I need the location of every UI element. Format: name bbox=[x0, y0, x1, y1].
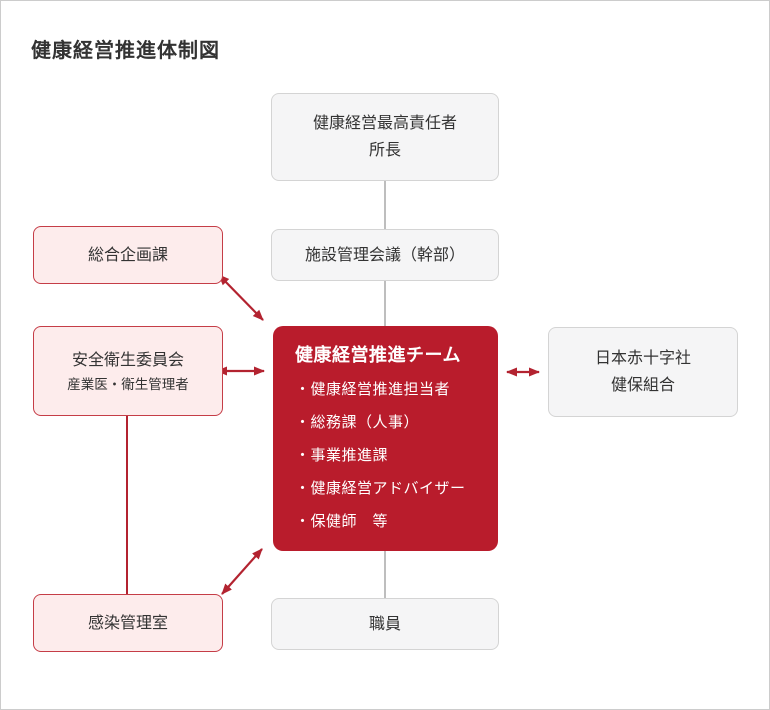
team-title: 健康経営推進チーム bbox=[295, 345, 461, 365]
node-council-label: 施設管理会議（幹部） bbox=[304, 246, 465, 264]
node-redcross-line2: 健保組合 bbox=[610, 377, 675, 394]
arrow-planning-team bbox=[218, 274, 264, 321]
node-redcross: 日本赤十字社 健保組合 bbox=[548, 327, 738, 417]
node-team: 健康経営推進チーム ・健康経営推進担当者・総務課（人事） ・事業推進課・健康経営ア… bbox=[273, 326, 498, 551]
arrow-team-infection bbox=[221, 548, 263, 595]
team-member: ・健康経営推進担当者 bbox=[295, 381, 451, 398]
team-member: ・保健師 等 bbox=[295, 513, 389, 530]
node-planning-label: 総合企画課 bbox=[87, 246, 168, 264]
node-ceo-line1: 健康経営最高責任者 bbox=[312, 115, 457, 132]
team-member: ・事業推進課 bbox=[295, 447, 389, 464]
node-redcross-line1: 日本赤十字社 bbox=[594, 350, 691, 367]
node-infection-label: 感染管理室 bbox=[87, 614, 168, 632]
node-ceo: 健康経営最高責任者 所長 bbox=[271, 93, 499, 181]
node-safety-subtitle: 産業医・衛生管理者 bbox=[67, 377, 189, 392]
team-member: ・健康経営アドバイザー bbox=[295, 480, 466, 497]
node-staff: 職員 bbox=[271, 598, 499, 650]
node-council: 施設管理会議（幹部） bbox=[271, 229, 499, 281]
node-infection: 感染管理室 bbox=[33, 594, 223, 652]
node-staff-label: 職員 bbox=[368, 615, 401, 633]
node-safety-title: 安全衛生委員会 bbox=[71, 352, 184, 369]
node-safety: 安全衛生委員会 産業医・衛生管理者 bbox=[33, 326, 223, 416]
node-planning: 総合企画課 bbox=[33, 226, 223, 284]
node-ceo-line2: 所長 bbox=[368, 142, 401, 159]
team-member: ・総務課（人事） bbox=[295, 414, 420, 431]
team-member-list: ・健康経営推進担当者・総務課（人事） ・事業推進課・健康経営アドバイザー・保健師 … bbox=[295, 380, 478, 532]
page-title: 健康経営推進体制図 bbox=[31, 40, 220, 62]
